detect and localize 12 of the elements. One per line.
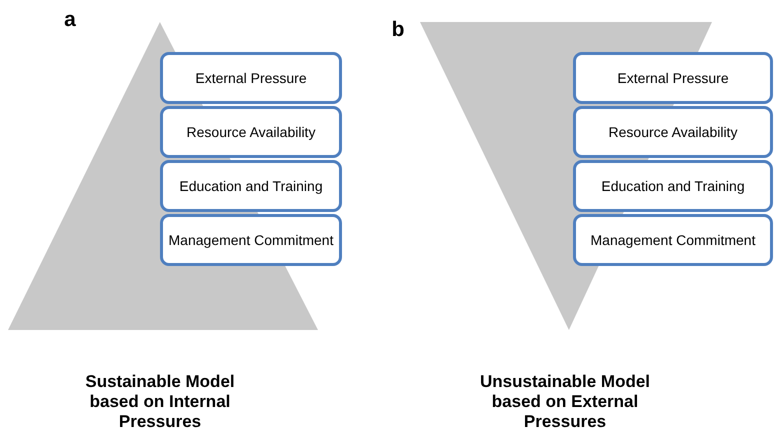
text-box: Management Commitment bbox=[160, 214, 342, 266]
panel-caption: Sustainable Model based on Internal Pressures bbox=[84, 372, 236, 432]
text-box: External Pressure bbox=[160, 52, 342, 104]
text-box: External Pressure bbox=[573, 52, 773, 104]
text-box: Management Commitment bbox=[573, 214, 773, 266]
text-box: Education and Training bbox=[160, 160, 342, 212]
panel-letter: b bbox=[390, 18, 406, 42]
text-box: Education and Training bbox=[573, 160, 773, 212]
text-box: Resource Availability bbox=[160, 106, 342, 158]
panel-letter: a bbox=[63, 8, 77, 32]
text-box: Resource Availability bbox=[573, 106, 773, 158]
panel-caption: Unsustainable Model based on External Pressures bbox=[478, 372, 652, 432]
